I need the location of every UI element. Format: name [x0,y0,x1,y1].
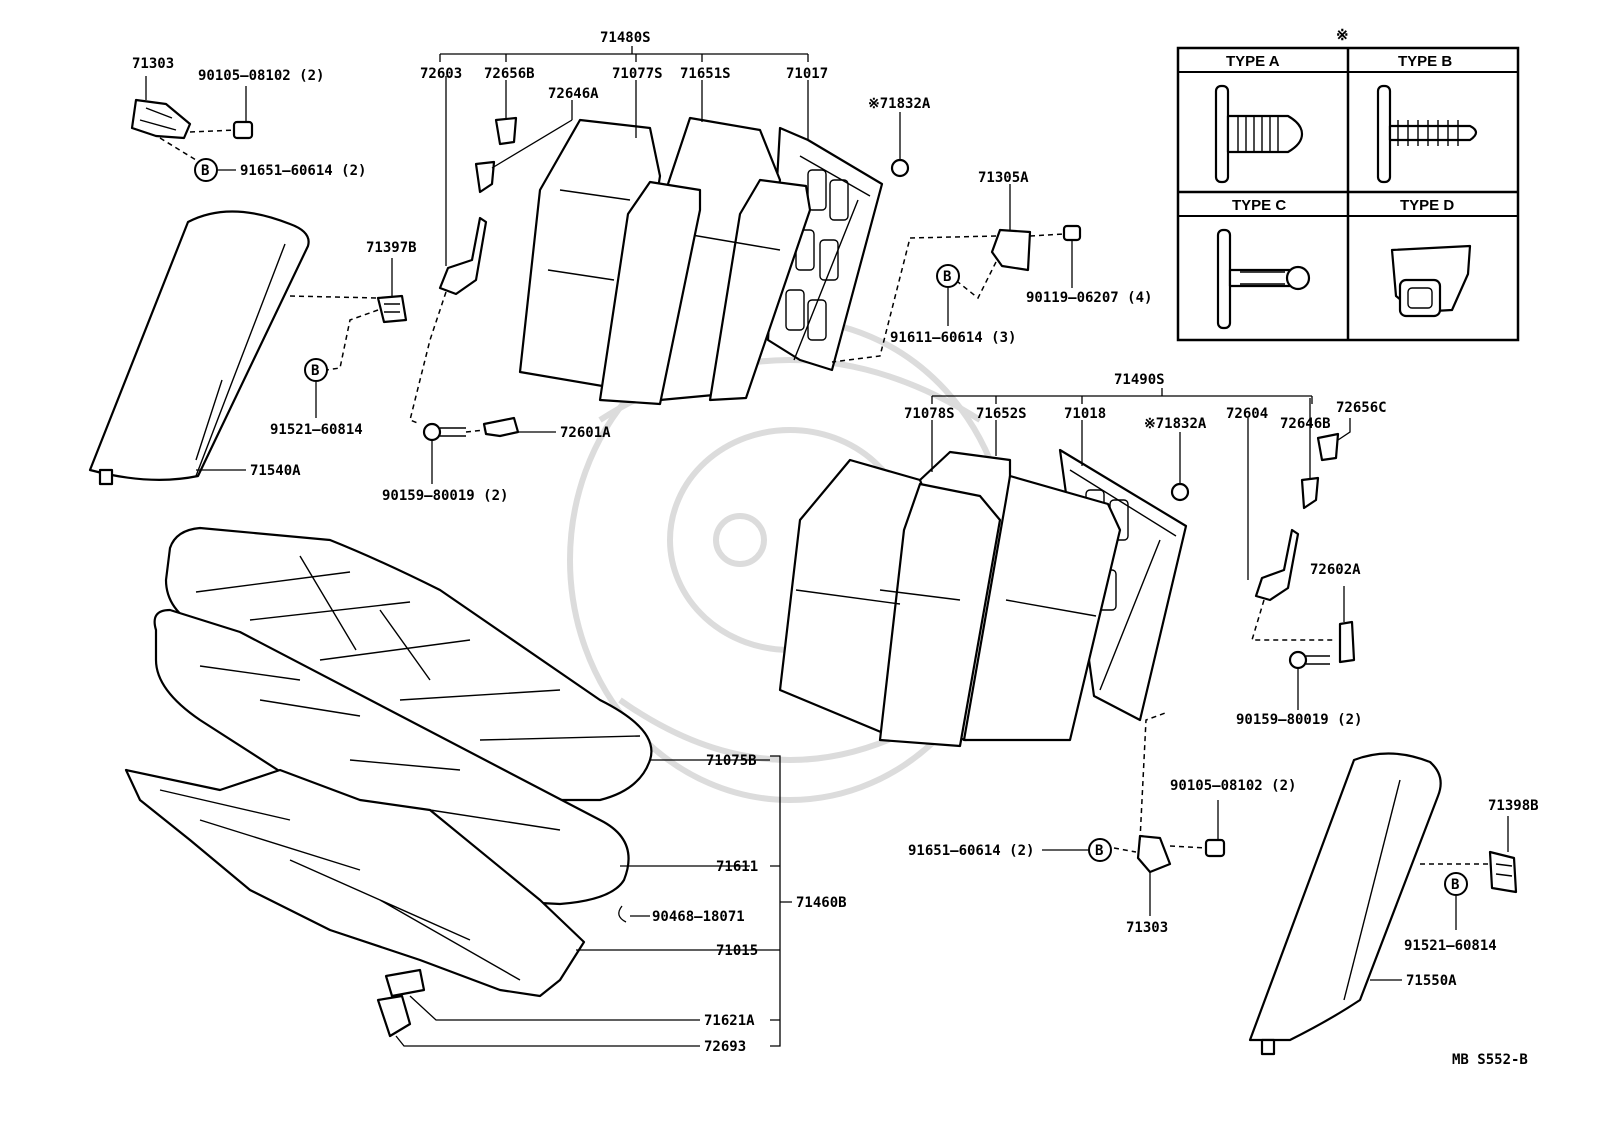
label-clip-left: 72656B [484,66,535,82]
bracket-right-side [1420,816,1518,894]
label-backrest-left-assy: 71480S [600,30,651,46]
type-c-header: TYPE C [1232,197,1286,214]
side-trim-left [88,210,310,486]
backrest-left [439,46,884,406]
type-b-clip-icon [1376,84,1478,184]
circle-marker-nut-left-mid: B [304,358,328,418]
label-cushion-assy: 71460B [796,895,847,911]
clip-star-left [890,112,910,178]
label-side-trim-right: 71550A [1406,973,1457,989]
bracket-left-mid [289,258,408,371]
backrest-right [778,388,1313,748]
symbol-mark: ※ [1336,27,1349,44]
label-drawing-code: MB S552-B [1452,1052,1528,1068]
label-top-left-bracket: 71303 [132,56,174,72]
types-table: ※ TYPE A TYPE B TYPE C TYPE D [1176,27,1520,342]
type-d-header: TYPE D [1400,197,1454,214]
label-nut-top-left: 91651–60614 (2) [240,163,366,179]
label-nut-mid: 91611–60614 (3) [890,330,1016,346]
label-frame-right: 71018 [1064,406,1106,422]
label-cover-right-a: 71078S [904,406,955,422]
label-bolt-top-left: 90105–08102 (2) [198,68,324,84]
svg-text:B: B [311,363,319,379]
svg-text:B: B [943,269,951,285]
label-bracket-right-bottom: 71303 [1126,920,1168,936]
label-nut-right-side: 91521–60814 [1404,938,1497,954]
label-cover-right-b: 71652S [976,406,1027,422]
label-bolt-right-low: 90159–80019 (2) [1236,712,1362,728]
svg-text:B: B [1451,877,1459,893]
label-bracket-left-mid: 71397B [366,240,417,256]
svg-text:B: B [1095,843,1103,859]
label-frame-left: 71017 [786,66,828,82]
label-lock-bottom: 72693 [704,1039,746,1055]
label-clip-star-left: ※71832A [868,96,931,112]
label-cover-left-b: 71651S [680,66,731,82]
label-bolt-left-low: 90159–80019 (2) [382,488,508,504]
type-b-header: TYPE B [1398,53,1452,70]
label-backrest-right-assy: 71490S [1114,372,1165,388]
clip-right [1316,418,1351,462]
circle-marker-nut-right-mid: B [1042,838,1112,862]
label-hinge-left: 72603 [420,66,462,82]
label-nut-left-mid: 91521–60814 [270,422,363,438]
svg-text:B: B [201,163,209,179]
hog-ring-icon [618,905,627,923]
label-lock-left: 72601A [560,425,611,441]
clip-left [494,80,518,146]
label-hook: 71621A [704,1013,755,1029]
type-a-clip-icon [1214,84,1304,184]
label-bracket-right-side: 71398B [1488,798,1539,814]
label-bracket-right-top: 71305A [978,170,1029,186]
label-stay-right: 72646B [1280,416,1331,432]
bracket-top-left [130,76,254,161]
label-nut-right-mid: 91651–60614 (2) [908,843,1034,859]
hinge-right [1247,418,1336,641]
stay-right [1300,398,1320,510]
circle-marker-nut-top-left: B [194,158,236,182]
label-hog-ring: 90468–18071 [652,909,745,925]
label-bolt-mid: 90119–06207 (4) [1026,290,1152,306]
label-clip-star-right: ※71832A [1144,416,1207,432]
lock-left [422,416,556,484]
part-labels: 71303 90105–08102 (2) 91651–60614 (2) 71… [132,30,1539,1068]
clip-star-right [1170,432,1190,502]
type-d-clip-icon [1390,244,1472,318]
type-a-header: TYPE A [1226,53,1280,70]
label-clip-right: 72656C [1336,400,1387,416]
label-stay-left: 72646A [548,86,599,102]
seat-cushion [124,526,792,1047]
label-cushion-pad: 71611 [716,859,758,875]
side-trim-right [1248,752,1442,1056]
label-cover-left-a: 71077S [612,66,663,82]
label-side-trim-left: 71540A [250,463,301,479]
label-lock-right: 72602A [1310,562,1361,578]
bracket-right-top [831,184,1082,363]
bracket-right-bottom [1113,711,1226,916]
label-cushion-cover: 71075B [706,753,757,769]
hinge-left [409,76,488,425]
label-cushion-frame: 71015 [716,943,758,959]
type-c-clip-icon [1216,228,1311,330]
circle-marker-nut-right-side: B [1444,872,1468,930]
label-hinge-right: 72604 [1226,406,1268,422]
lock-right [1288,586,1356,710]
label-bolt-right-mid: 90105–08102 (2) [1170,778,1296,794]
circle-marker-nut-mid: B [936,264,960,326]
stay-left [474,100,573,194]
